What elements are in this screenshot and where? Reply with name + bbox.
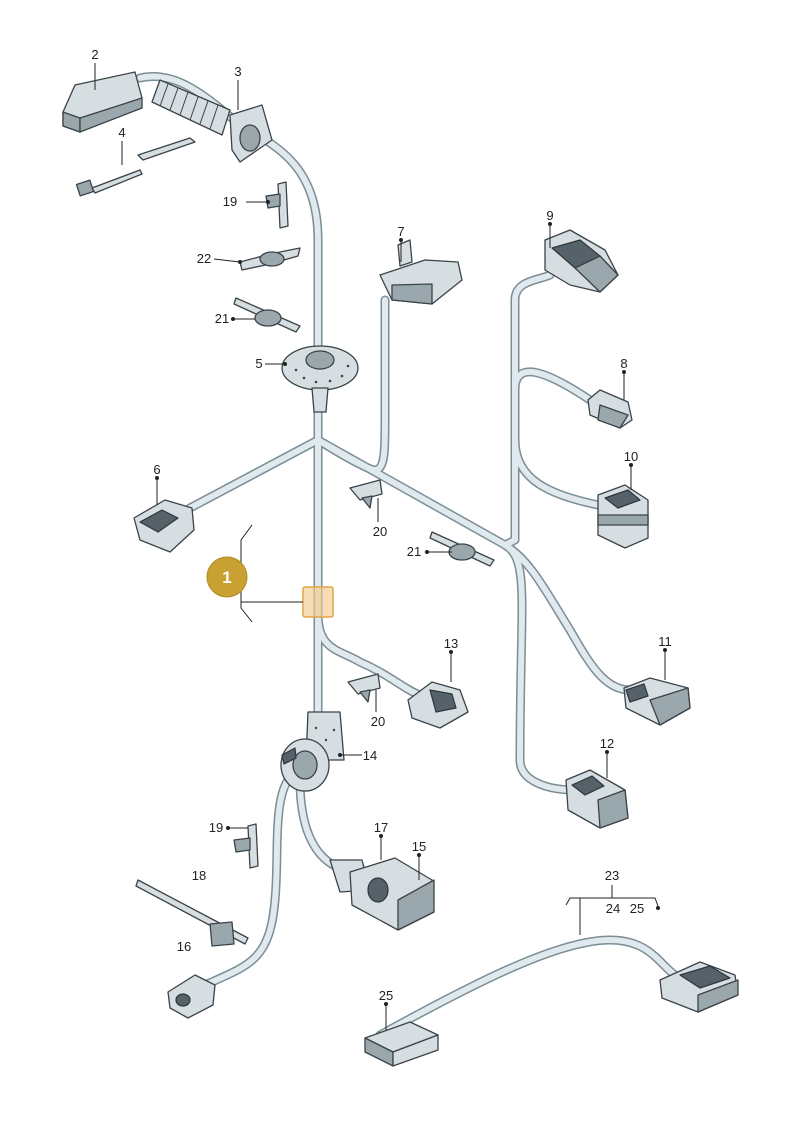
part-24-connector <box>659 961 739 1013</box>
part-15-connector <box>329 857 435 931</box>
part-19-clip-top <box>265 181 289 229</box>
part-5-grommet <box>281 345 359 413</box>
callout-6[interactable]: 6 <box>153 462 160 477</box>
callout-7[interactable]: 7 <box>397 224 404 239</box>
callout-15[interactable]: 15 <box>412 839 426 854</box>
callout-4[interactable]: 4 <box>118 125 125 140</box>
part-3-corrugated-boot <box>151 79 273 163</box>
callout-14[interactable]: 14 <box>363 748 377 763</box>
leader-lines <box>94 63 666 1030</box>
callout-12[interactable]: 12 <box>600 736 614 751</box>
part-12-connector <box>565 769 629 829</box>
badge-number: 1 <box>222 568 231 587</box>
part-20-clip-lower <box>347 673 381 703</box>
part-4-cable-tie <box>75 137 196 197</box>
callout-2[interactable]: 2 <box>91 47 98 62</box>
part-16-cable-tie <box>135 879 249 947</box>
callout-20-upper[interactable]: 20 <box>373 524 387 539</box>
callout-5[interactable]: 5 <box>255 356 262 371</box>
callout-11[interactable]: 11 <box>658 634 672 649</box>
connector-bottom-left <box>167 974 216 1019</box>
part-20-clip-upper <box>349 479 383 509</box>
part-9-connector <box>544 229 619 293</box>
part-25-junction-box <box>364 1021 439 1067</box>
callout-21-top[interactable]: 21 <box>215 311 229 326</box>
callout-19-top[interactable]: 19 <box>223 194 237 209</box>
callout-23[interactable]: 23 <box>605 868 619 883</box>
callout-labels: 2 3 4 19 22 21 5 7 9 8 10 6 20 21 11 12 … <box>91 47 671 1003</box>
part-8-connector <box>587 389 633 429</box>
callout-19-lower[interactable]: 19 <box>209 820 223 835</box>
part-19-clip-lower <box>233 823 259 869</box>
part-21-holder-top <box>233 297 301 333</box>
leader-dots <box>155 200 667 1006</box>
callout-20-lower[interactable]: 20 <box>371 714 385 729</box>
reference-bracket <box>240 524 303 623</box>
callout-10[interactable]: 10 <box>624 449 638 464</box>
callout-9[interactable]: 9 <box>546 208 553 223</box>
callout-22[interactable]: 22 <box>197 251 211 266</box>
callout-25-top[interactable]: 25 <box>630 901 644 916</box>
part-11-connector <box>623 677 691 726</box>
part-14-grommet <box>280 711 345 792</box>
callout-17[interactable]: 17 <box>374 820 388 835</box>
callout-21-lower[interactable]: 21 <box>407 544 421 559</box>
badge-1[interactable]: 1 <box>206 556 248 598</box>
part-10-connector <box>597 484 649 549</box>
callout-13[interactable]: 13 <box>444 636 458 651</box>
part-6-connector <box>133 499 195 553</box>
callout-16[interactable]: 16 <box>177 939 191 954</box>
part-7-connector <box>379 239 463 305</box>
part-21-holder-lower <box>429 531 495 567</box>
callout-3[interactable]: 3 <box>234 64 241 79</box>
callout-25-bottom[interactable]: 25 <box>379 988 393 1003</box>
part-13-connector <box>407 681 469 729</box>
callout-18[interactable]: 18 <box>192 868 206 883</box>
part-22-holder <box>239 247 301 271</box>
callout-24[interactable]: 24 <box>606 901 620 916</box>
highlight-box[interactable] <box>302 586 334 618</box>
callout-8[interactable]: 8 <box>620 356 627 371</box>
part-2-connector-housing <box>62 71 143 133</box>
